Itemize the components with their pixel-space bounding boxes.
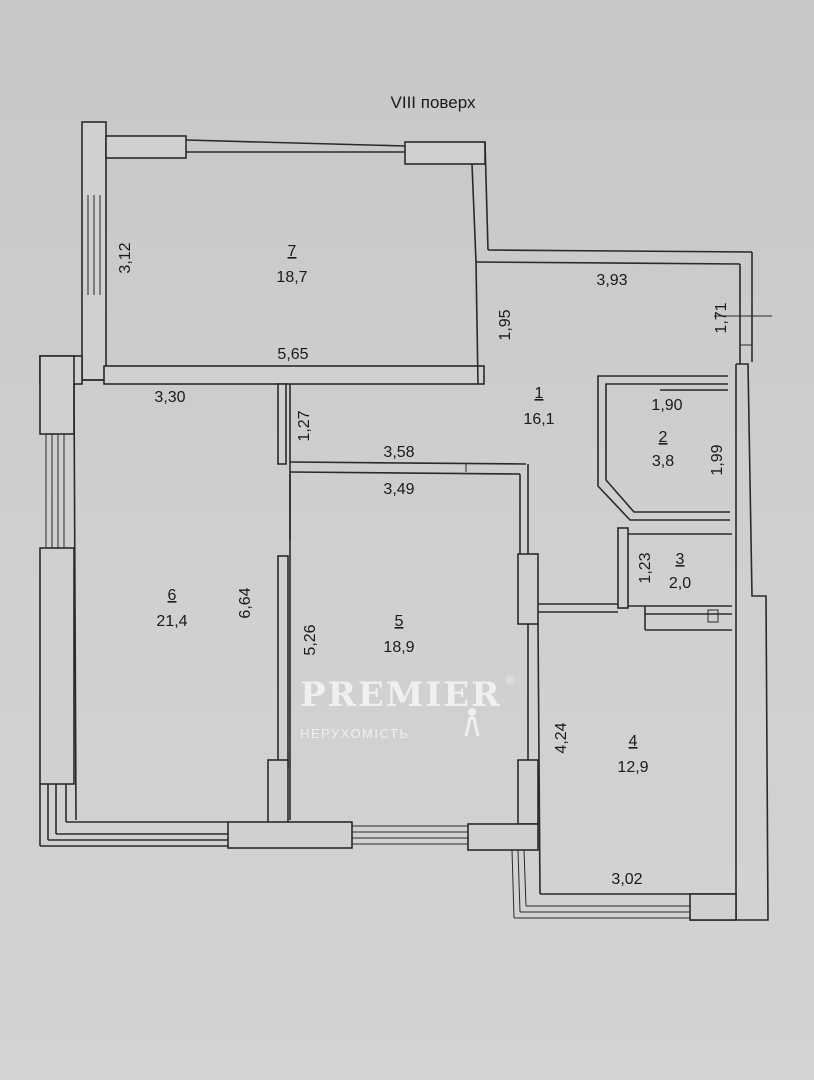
room-5-number: 5 [395,613,404,630]
dimension-labels: 3,12 5,65 3,93 1,95 1,71 3,30 1,27 3,58 … [117,242,730,888]
dim-3-49: 3,49 [383,481,414,498]
room-2-walls [597,375,730,521]
dim-4-24: 4,24 [553,722,570,753]
dim-1-99: 1,99 [709,444,726,475]
room-6-label: 6 21,4 [156,587,187,630]
room-7-walls [81,121,489,385]
dim-3-12: 3,12 [117,242,134,273]
room-3-walls [617,527,732,631]
floor-title: VIII поверх [391,93,476,112]
room-4-walls [511,553,737,921]
room-4-area: 12,9 [617,759,648,776]
dim-3-30: 3,30 [154,389,185,406]
room-7-label: 7 18,7 [276,243,307,286]
dim-5-26: 5,26 [302,624,319,655]
outer-right-wall [690,363,769,921]
room-4-label: 4 12,9 [617,733,648,776]
watermark-figure-icon [464,708,480,737]
room-2-label: 2 3,8 [652,429,674,470]
room-2-area: 3,8 [652,453,674,470]
bottom-facade [40,821,539,851]
room-7-number: 7 [288,243,297,260]
room-7-area: 18,7 [276,269,307,286]
room-3-label: 3 2,0 [669,551,691,592]
room-6-area: 21,4 [156,613,187,630]
dim-6-64: 6,64 [237,587,254,618]
room-3-number: 3 [676,551,685,568]
room-5-area: 18,9 [383,639,414,656]
premier-watermark: PREMIER ® НЕРУХОМІСТЬ [300,675,516,741]
room-3-area: 2,0 [669,575,691,592]
dim-1-90: 1,90 [651,397,682,414]
room-1-walls [475,249,772,364]
dim-1-23: 1,23 [637,552,654,583]
watermark-subtitle: НЕРУХОМІСТЬ [300,726,409,741]
room-6-walls [39,355,104,846]
room-1-area: 16,1 [523,411,554,428]
room-2-number: 2 [659,429,668,446]
dim-1-27: 1,27 [296,410,313,441]
dim-3-58: 3,58 [383,444,414,461]
room-1-number: 1 [535,385,544,402]
room-5-walls [267,383,529,825]
dim-1-95: 1,95 [497,309,514,340]
dim-3-02: 3,02 [611,871,642,888]
watermark-registered: ® [506,675,516,687]
room-6-number: 6 [168,587,177,604]
dim-1-71: 1,71 [713,302,730,333]
watermark-brand: PREMIER [300,675,501,715]
room-1-label: 1 16,1 [523,385,554,428]
dim-5-65: 5,65 [277,346,308,363]
room-5-label: 5 18,9 [383,613,414,656]
room-4-number: 4 [629,733,638,750]
dim-3-93: 3,93 [596,272,627,289]
